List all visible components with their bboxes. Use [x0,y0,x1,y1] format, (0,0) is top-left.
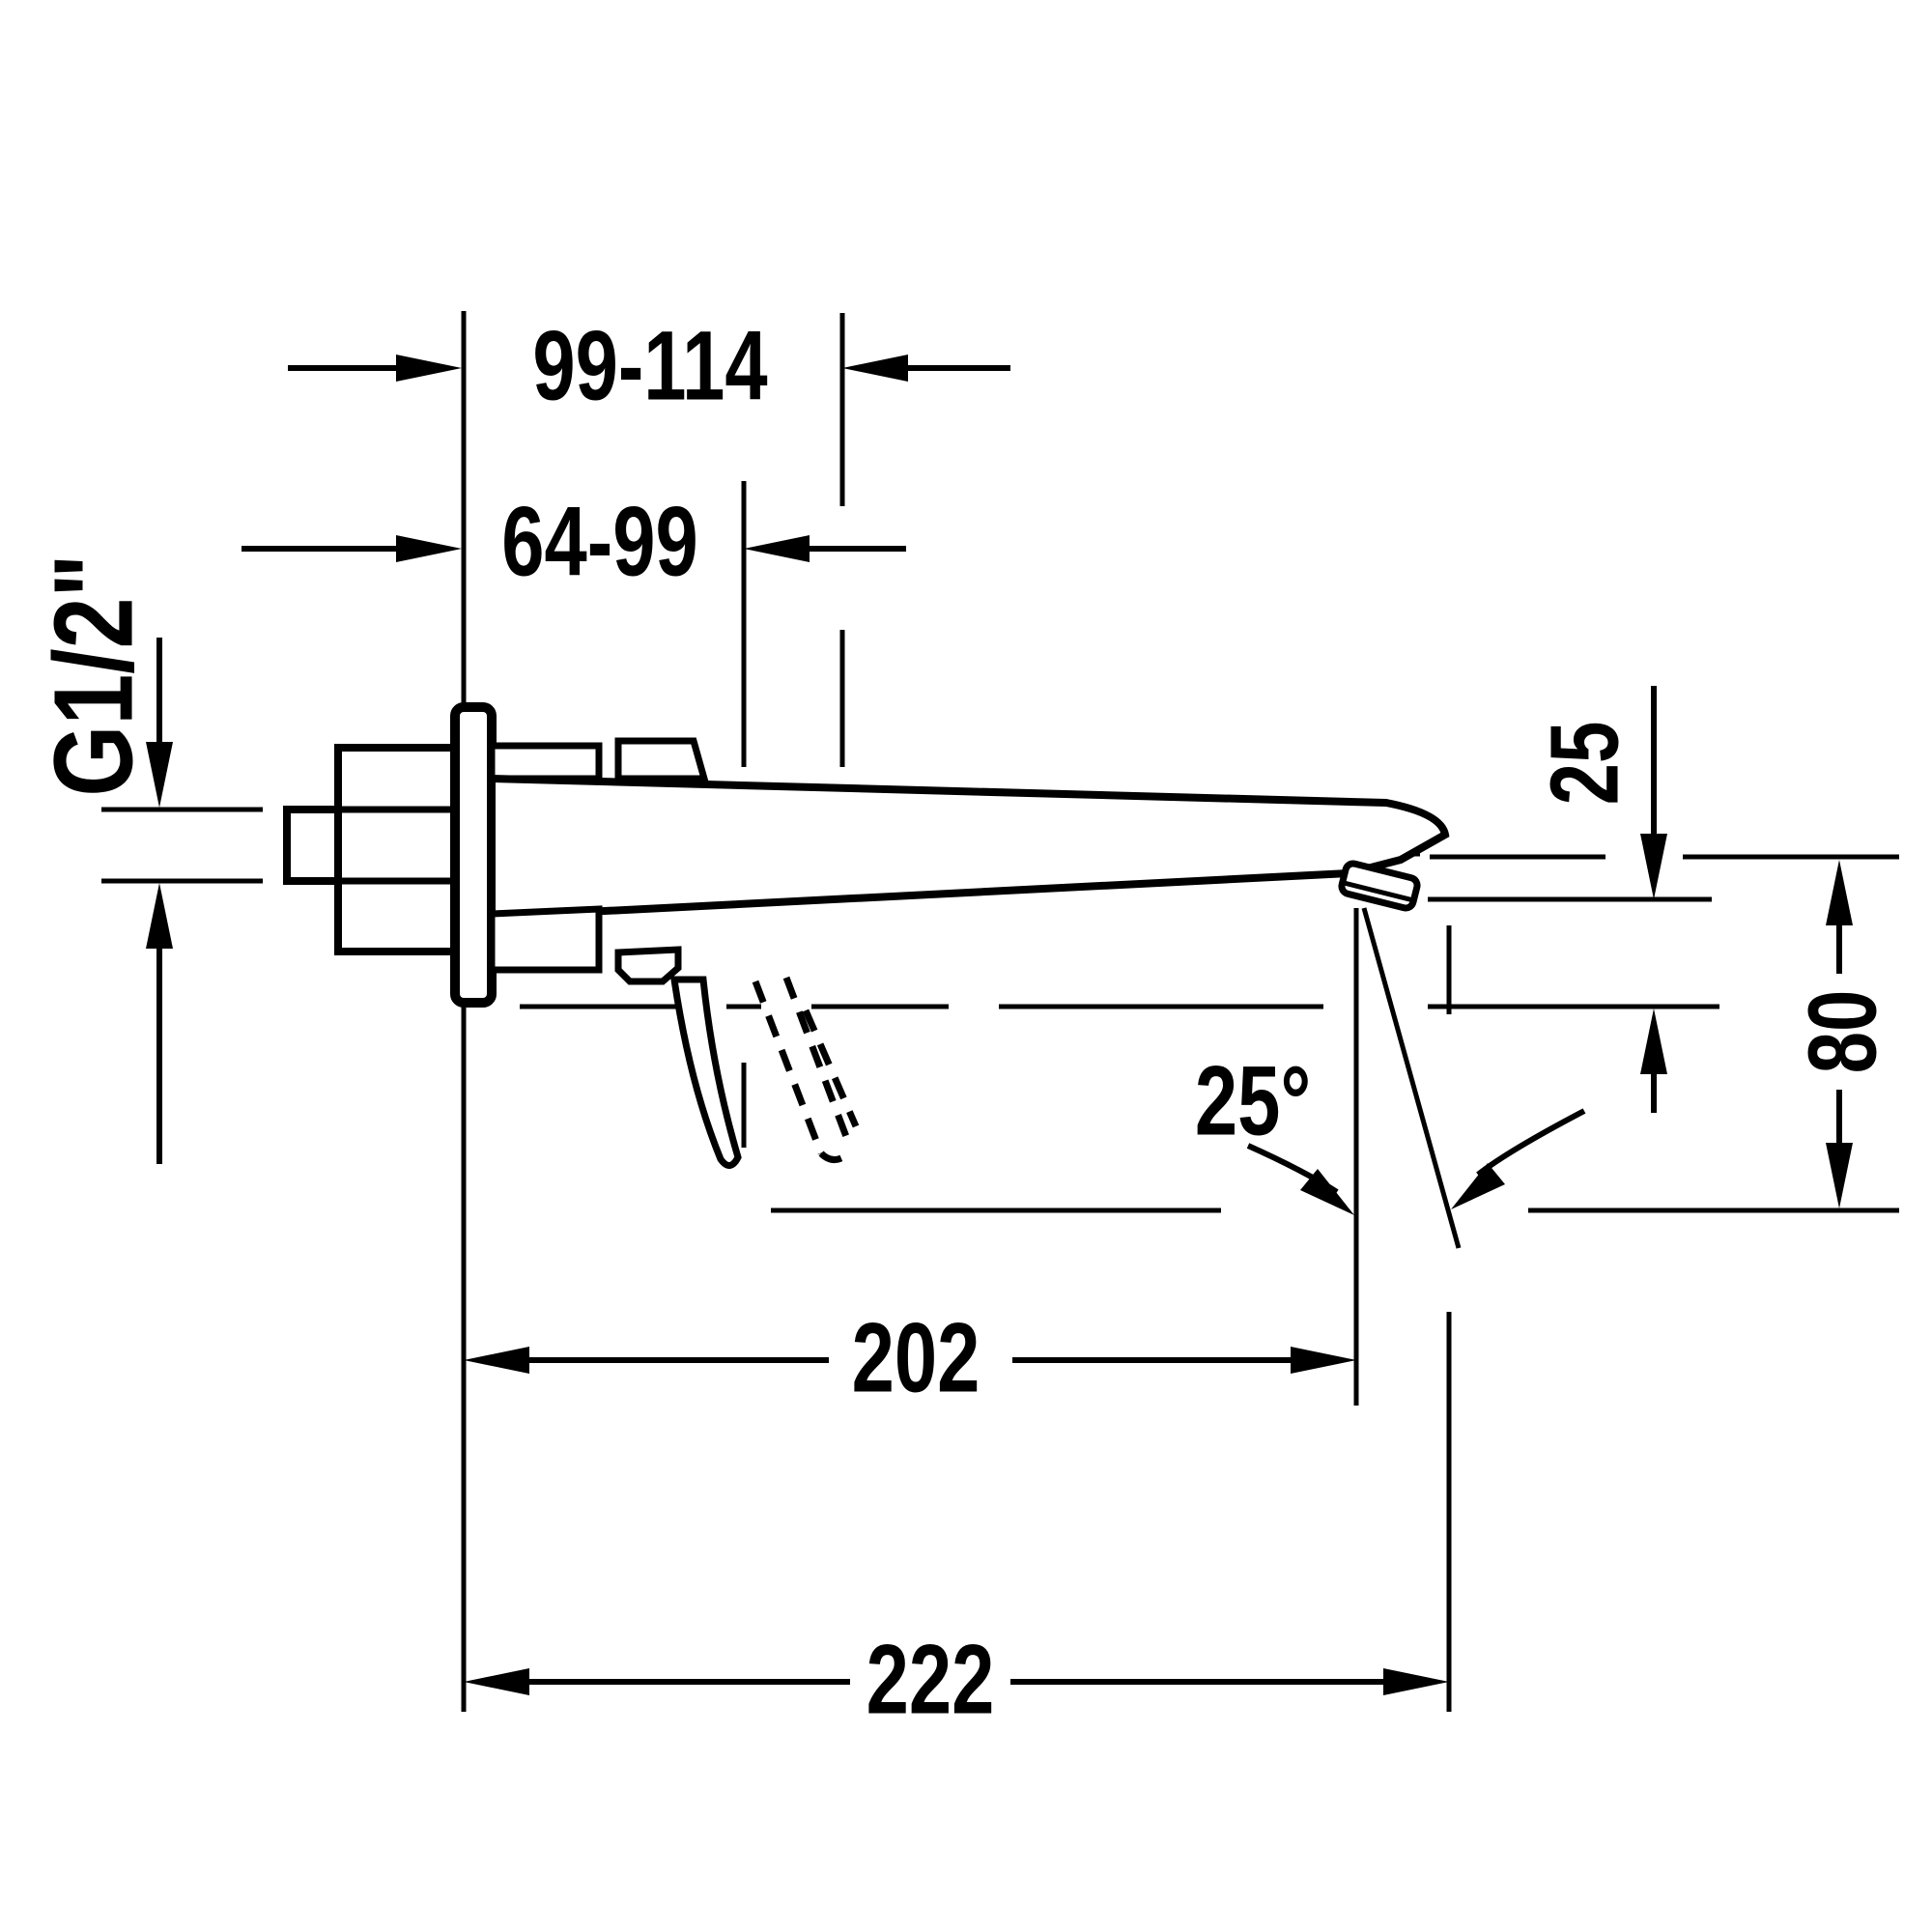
lever-open-edge-left [752,980,825,1155]
arrow-down-icon [1640,834,1667,899]
aerator [1338,860,1421,912]
arrow-left-icon [464,1668,529,1695]
arrow-left-icon [842,355,908,382]
dim-total-label: 222 [867,1625,995,1735]
thread-reference-lines [101,807,263,884]
dim-drop: 25 [1531,686,1667,1113]
arrow-down-icon [1826,1143,1853,1208]
lever-open-edge-inner [802,1009,860,1128]
dim-projection-label: 202 [852,1303,980,1413]
arrow-leader-icon [1300,1169,1354,1215]
upper-cartridge-tab [614,737,709,782]
lever-closed [669,976,742,1169]
lever-open-dashed [752,976,860,1163]
supply-nipple [283,806,342,885]
escutcheon-plate [450,702,497,1008]
arrow-leader-icon [1451,1163,1505,1209]
arrow-right-icon [1291,1347,1356,1374]
dim-projection: 202 [464,1303,1356,1413]
aerator-inner-line [1342,880,1415,903]
dim-top-range-label: 99-114 [532,311,767,421]
dim-mid-range: 64-99 [242,487,906,597]
stream-angled-line [1361,907,1462,1249]
faucet-body [283,702,1450,1169]
extension-lines [101,311,1899,1712]
arrow-up-icon [1640,1009,1667,1074]
spout [488,774,1450,922]
arrow-right-icon [1383,1668,1449,1695]
dim-angle: 25° [1195,1046,1586,1215]
mounting-nut [334,744,461,955]
arrow-down-icon [146,742,173,808]
lever-open-tip [818,1151,849,1163]
dim-top-range: 99-114 [288,311,1010,421]
mounting-nut-facets [338,806,457,885]
dim-mid-range-label: 64-99 [501,487,697,597]
dim-total: 222 [464,1625,1449,1735]
dim-angle-label: 25° [1195,1046,1311,1156]
arrow-up-icon [146,883,173,949]
upper-housing [488,742,603,782]
lower-housing [488,905,603,974]
arrow-left-icon [744,535,810,562]
dim-thread: G1/2" [31,554,173,1164]
angle-leader-right [1476,1108,1586,1178]
arrow-up-icon [1826,860,1853,925]
lever-open-edge-right [782,976,852,1144]
arrow-right-icon [396,355,462,382]
arrow-left-icon [464,1347,529,1374]
dim-thread-label: G1/2" [31,554,156,796]
dim-height: 80 [1789,860,1897,1208]
dim-height-label: 80 [1789,990,1897,1074]
arrow-right-icon [396,535,462,562]
dim-drop-label: 25 [1531,722,1639,806]
lower-cartridge-tab [614,946,682,985]
